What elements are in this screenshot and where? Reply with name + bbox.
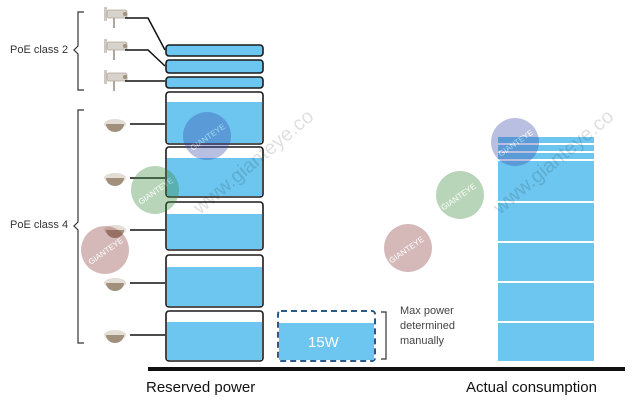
- bullet-camera-icon: [104, 7, 128, 28]
- class4-reserved-box: [165, 254, 264, 308]
- manual-power-value: 15W: [308, 334, 339, 351]
- dome-camera-icon: [104, 330, 126, 343]
- dome-camera-icon: [104, 225, 126, 238]
- dome-camera-icon: [104, 173, 126, 186]
- watermark: GIANTEYE: [81, 226, 129, 274]
- class4-reserved-box: [165, 91, 264, 145]
- poe-class2-label: PoE class 2: [10, 44, 69, 56]
- dome-camera-icon: [104, 119, 126, 132]
- connector-line: [125, 17, 166, 51]
- connector-line: [125, 49, 166, 67]
- actual-consumption-label: Actual consumption: [466, 379, 597, 396]
- class2-bracket: [73, 11, 84, 91]
- watermark: GIANTEYE: [131, 166, 179, 214]
- bullet-camera-icon: [104, 39, 128, 60]
- poe-class4-label: PoE class 4: [10, 219, 69, 231]
- max-power-note: Max power determined manually: [400, 305, 456, 347]
- watermark: GIANTEYE: [384, 224, 432, 272]
- class2-reserved-box: [165, 76, 264, 89]
- class4-reserved-box: [165, 201, 264, 251]
- class4-reserved-box: [165, 310, 264, 362]
- class2-reserved-box: [165, 44, 264, 57]
- manual-note-bracket: [381, 311, 387, 360]
- watermark: GIANTEYE: [436, 171, 484, 219]
- bullet-camera-icon: [104, 70, 128, 91]
- reserved-power-label: Reserved power: [146, 379, 256, 396]
- class4-bracket: [73, 109, 84, 344]
- watermark: GIANTEYE: [491, 118, 539, 166]
- watermark: GIANTEYE: [183, 112, 231, 160]
- class2-reserved-box: [165, 59, 264, 74]
- manual-power-box: [277, 310, 376, 362]
- actual-consumption-stack: [498, 137, 594, 361]
- class4-reserved-box: [165, 146, 264, 198]
- dome-camera-icon: [104, 278, 126, 291]
